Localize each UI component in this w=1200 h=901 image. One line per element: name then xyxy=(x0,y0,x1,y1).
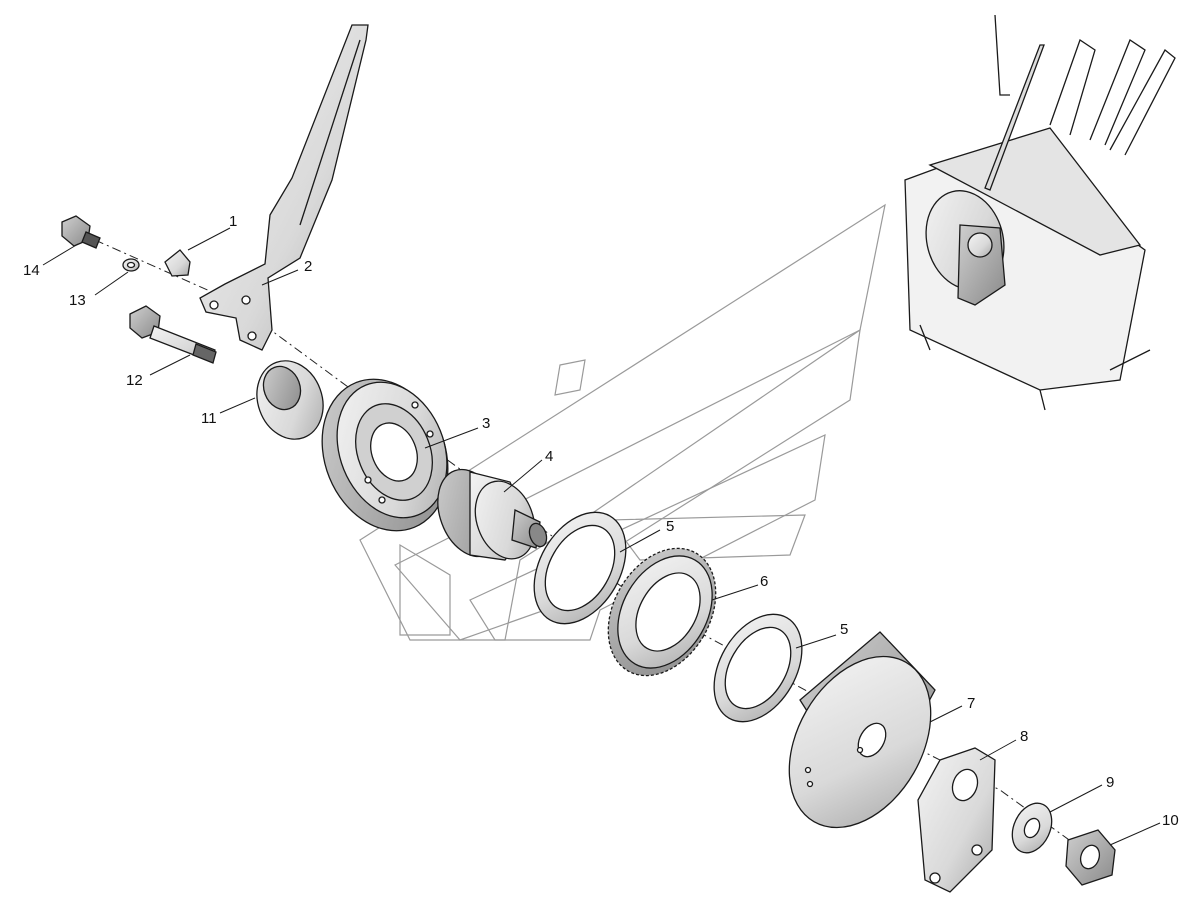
part-11-bushing xyxy=(256,360,324,440)
label-part-9: 9 xyxy=(1106,774,1114,791)
part-2-lever xyxy=(199,24,369,351)
watermark-logo xyxy=(359,203,886,641)
part-7-drum xyxy=(788,631,936,829)
part-6-sprocket xyxy=(607,547,717,677)
part-5-ring-upper xyxy=(533,511,627,625)
leader-lines xyxy=(42,227,1161,846)
part-9-washer xyxy=(1011,802,1053,854)
label-part-13: 13 xyxy=(69,292,86,309)
label-part-1: 1 xyxy=(229,213,237,230)
inset-mounted-view xyxy=(904,14,1176,411)
part-3-disc xyxy=(321,378,449,532)
part-14-bolt xyxy=(61,215,101,249)
part-8-bracket xyxy=(917,747,996,893)
label-part-5-upper: 5 xyxy=(666,518,674,535)
part-12-long-bolt xyxy=(129,305,217,364)
label-part-6: 6 xyxy=(760,573,768,590)
label-part-14: 14 xyxy=(23,262,40,279)
label-part-7: 7 xyxy=(967,695,975,712)
label-part-2: 2 xyxy=(304,258,312,275)
label-part-5-lower: 5 xyxy=(840,621,848,638)
part-1-pin xyxy=(164,249,191,277)
label-part-3: 3 xyxy=(482,415,490,432)
part-labels: 1 2 3 4 5 5 6 7 8 9 10 11 12 13 14 xyxy=(23,213,1179,829)
label-part-11: 11 xyxy=(201,410,217,427)
part-4-hub xyxy=(437,468,548,561)
label-part-4: 4 xyxy=(545,448,553,465)
part-13-washer xyxy=(122,258,140,272)
part-10-nut xyxy=(1065,829,1116,886)
part-5-ring-lower xyxy=(713,613,803,723)
label-part-12: 12 xyxy=(126,372,143,389)
label-part-10: 10 xyxy=(1162,812,1179,829)
label-part-8: 8 xyxy=(1020,728,1028,745)
